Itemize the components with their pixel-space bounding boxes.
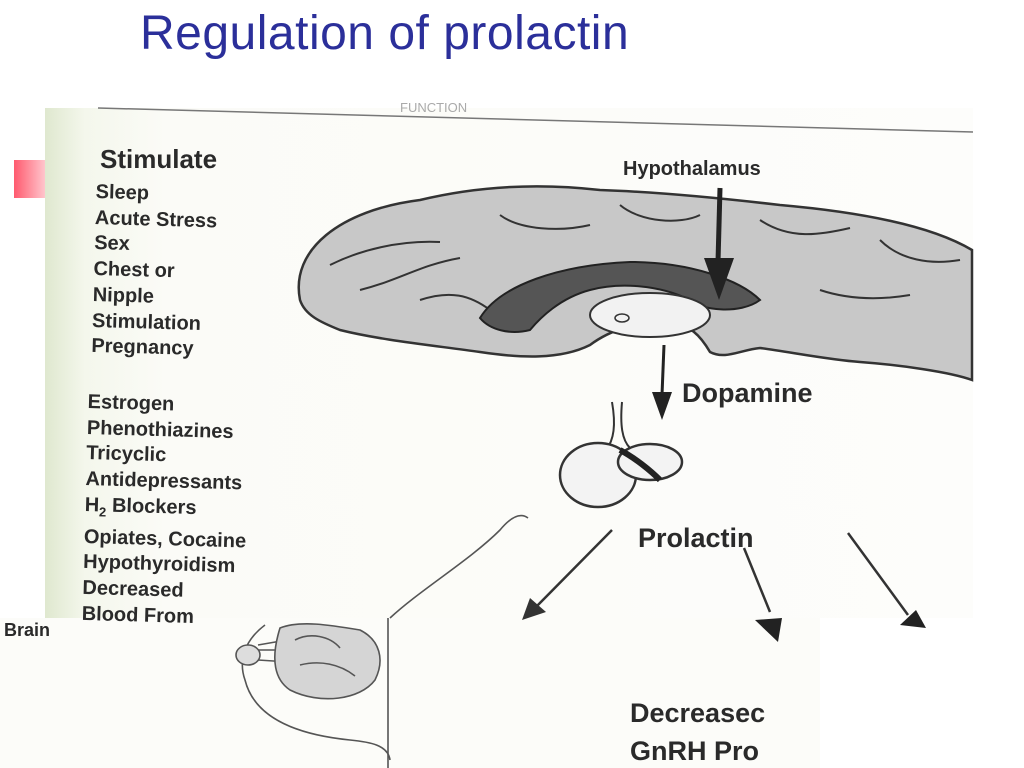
- brain-gyri: [329, 204, 961, 311]
- decreased-label: Decreasec: [630, 698, 766, 728]
- prolactin-label: Prolactin: [638, 523, 754, 553]
- list-item: Sex: [93, 232, 131, 256]
- breast-illustration: [235, 514, 529, 768]
- list-item: Acute Stress: [94, 206, 218, 233]
- thalamus: [589, 292, 711, 338]
- pituitary-illustration: [558, 401, 684, 509]
- hypothalamus-label: Hypothalamus: [623, 158, 761, 180]
- prolactin-arrow-left: [534, 529, 613, 609]
- list-item: Blood From: [81, 602, 195, 628]
- gnrh-label: GnRH Pro: [630, 736, 760, 766]
- stimulate-list-secondary: Estrogen Phenothiazines Tricyclic Antide…: [81, 390, 250, 632]
- stimulate-list-primary: Sleep Acute Stress Sex Chest or Nipple S…: [91, 180, 218, 363]
- list-item: Decreased: [82, 576, 184, 602]
- dopamine-arrow: [660, 344, 666, 396]
- list-item: H2 Blockers: [84, 493, 197, 520]
- prolactin-arrow-right: [846, 532, 910, 616]
- prolactin-arrow-middle: [742, 547, 772, 613]
- list-item: Stimulation: [91, 309, 202, 335]
- scanned-figure-bottom: [0, 618, 820, 768]
- list-item: Sleep: [95, 180, 150, 205]
- list-item: Chest or: [93, 258, 175, 283]
- thalamus-mark: [614, 313, 630, 323]
- hypothalamus-arrow: [715, 187, 723, 263]
- list-item: Nipple: [92, 283, 155, 308]
- brain-illustration: [297, 185, 974, 382]
- accent-bar: [14, 160, 48, 198]
- hypothalamus-arrowhead: [704, 258, 734, 300]
- list-item: Pregnancy: [91, 335, 194, 361]
- page-rule: [97, 107, 974, 133]
- stimulate-heading: Stimulate: [100, 144, 218, 174]
- brain-label: Brain: [4, 620, 51, 640]
- header-fragment: FUNCTION: [400, 100, 467, 115]
- slide-title: Regulation of prolactin: [140, 7, 630, 60]
- dopamine-arrowhead: [652, 392, 672, 420]
- dopamine-label: Dopamine: [682, 378, 813, 408]
